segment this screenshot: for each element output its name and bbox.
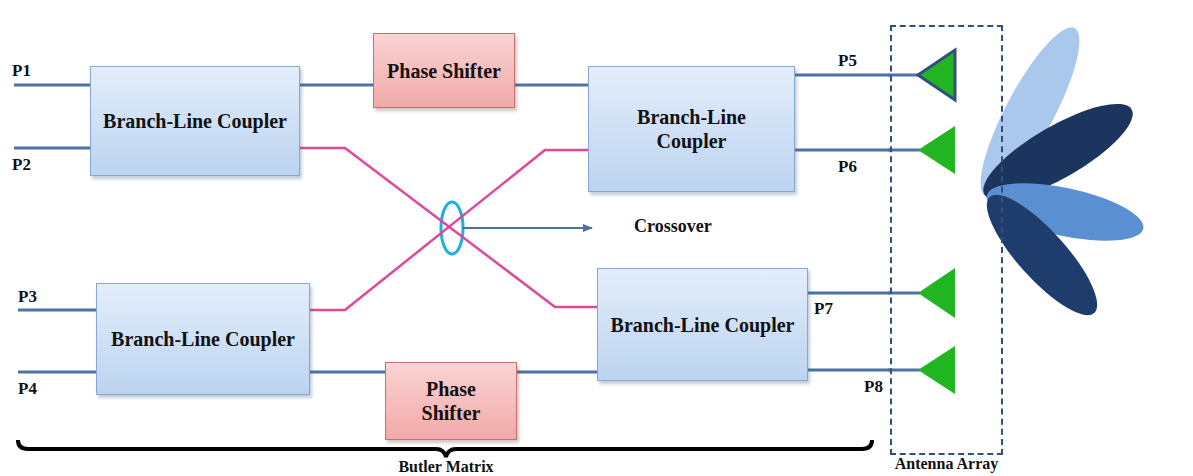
connector: [310, 150, 588, 310]
box-label: Phase Shifter: [397, 377, 505, 425]
box-label: Branch-Line Coupler: [600, 105, 783, 153]
port-label: P2: [12, 156, 31, 173]
antenna-array: Antenna Array: [890, 25, 1003, 455]
port-label: P8: [864, 378, 883, 395]
port-label: P5: [838, 52, 857, 69]
beam-lobes: [964, 17, 1148, 329]
coupler-box: Branch-Line Coupler: [96, 283, 310, 395]
box-label: Branch-Line Coupler: [103, 109, 287, 133]
crossover-label: Crossover: [634, 217, 712, 235]
connector: [795, 149, 890, 152]
bracket: [18, 440, 872, 457]
connector: [517, 371, 597, 374]
coupler-box: Branch-Line Coupler: [588, 66, 795, 192]
box-label: Branch-Line Coupler: [111, 327, 295, 351]
box-label: Phase Shifter: [387, 59, 501, 83]
coupler-box: Branch-Line Coupler: [90, 66, 300, 176]
port-label: P3: [18, 288, 37, 305]
box-label: Branch-Line Coupler: [611, 313, 795, 337]
leader-line: [462, 227, 592, 229]
matrix-label: Butler Matrix: [398, 459, 493, 475]
connector: [515, 84, 588, 87]
port-label: P6: [838, 158, 857, 175]
connector: [808, 292, 890, 295]
antenna-symbols: [918, 50, 955, 394]
connector: [310, 371, 385, 374]
array-heading: Antenna Array: [895, 456, 999, 472]
connector: [808, 369, 890, 372]
coupler-box: Branch-Line Coupler: [597, 268, 808, 381]
phase-shifter-box: Phase Shifter: [373, 33, 515, 108]
port-label: P4: [18, 380, 37, 397]
connector: [795, 74, 890, 77]
connector: [300, 84, 373, 87]
port-label: P7: [814, 300, 833, 317]
port-label: P1: [12, 62, 31, 79]
phase-shifter-box: Phase Shifter: [385, 362, 517, 440]
